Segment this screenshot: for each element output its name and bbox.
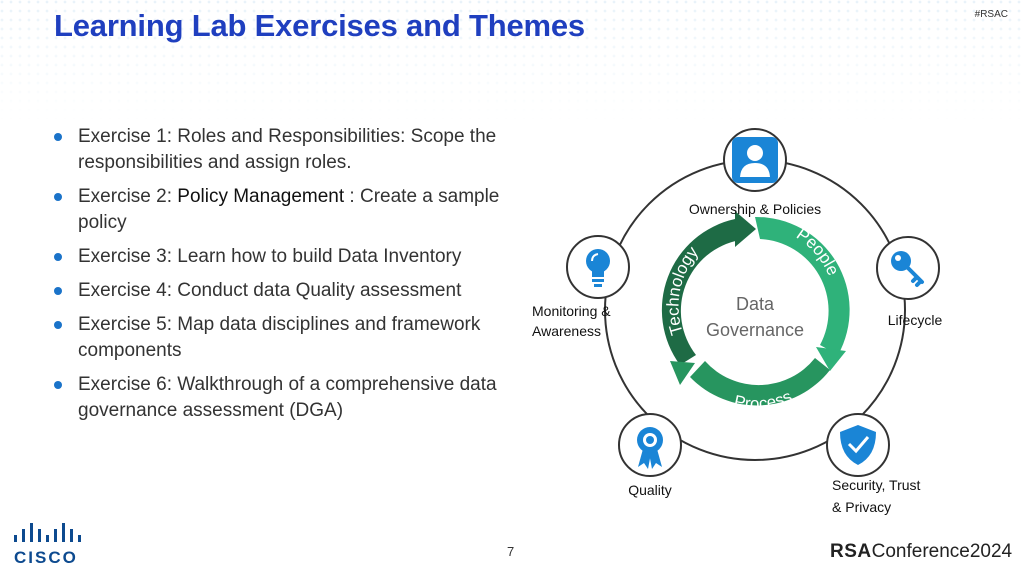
exercise-2-suffix: : Create a sample policy <box>78 186 500 233</box>
rsa-logo-rest: Conference2024 <box>871 541 1013 562</box>
bullet-icon <box>54 287 62 295</box>
exercise-2-prefix: Exercise 2: <box>78 186 178 207</box>
rsa-conference-logo: RSAConference2024 <box>830 541 1012 563</box>
exercise-1-text: Exercise 1: Roles and Responsibilities: … <box>78 126 497 173</box>
slide-title: Learning Lab Exercises and Themes <box>54 8 585 43</box>
data-governance-diagram: Technology People Process Data Governanc… <box>532 128 943 515</box>
rsa-logo-bold: RSA <box>830 541 872 562</box>
node-label-monitoring-line2: Awareness <box>532 323 601 339</box>
ring-label-technology: Technology <box>663 242 702 337</box>
bullet-icon <box>54 133 62 141</box>
shield-check-icon <box>840 425 876 465</box>
list-item: Exercise 1: Roles and Responsibilities: … <box>50 124 520 176</box>
exercise-5-text: Exercise 5: Map data disciplines and fra… <box>78 314 481 361</box>
center-label-data: Data <box>736 294 775 314</box>
bullet-icon <box>54 321 62 329</box>
exercise-2-highlight: Policy Management <box>177 186 345 207</box>
bullet-icon <box>54 193 62 201</box>
node-security: Security, Trust & Privacy <box>826 413 921 515</box>
node-ownership: Ownership & Policies <box>689 128 821 217</box>
person-icon <box>732 137 778 183</box>
award-ribbon-icon <box>637 427 663 469</box>
exercise-3-text: Exercise 3: Learn how to build Data Inve… <box>78 246 462 267</box>
bullet-icon <box>54 381 62 389</box>
exercise-list: Exercise 1: Roles and Responsibilities: … <box>50 124 520 432</box>
node-label-security-line2: & Privacy <box>832 499 891 515</box>
inner-cycle-ring <box>661 211 850 406</box>
cisco-logo-icon <box>14 523 81 542</box>
rsac-hashtag: #RSAC <box>974 9 1008 20</box>
key-icon <box>891 251 924 287</box>
node-monitoring: Monitoring & Awareness <box>532 235 630 339</box>
list-item: Exercise 3: Learn how to build Data Inve… <box>50 244 520 270</box>
node-label-security-line1: Security, Trust <box>832 477 921 493</box>
exercise-6-text: Exercise 6: Walkthrough of a comprehensi… <box>78 374 497 421</box>
node-lifecycle: Lifecycle <box>876 236 943 328</box>
list-item: Exercise 2: Policy Management : Create a… <box>50 184 520 236</box>
node-label-quality: Quality <box>628 482 672 498</box>
header-dot-pattern <box>0 0 1024 120</box>
exercise-4-text: Exercise 4: Conduct data Quality assessm… <box>78 280 462 301</box>
node-label-lifecycle: Lifecycle <box>888 312 943 328</box>
node-label-ownership: Ownership & Policies <box>689 201 821 217</box>
cisco-logo-text: CISCO <box>14 548 78 567</box>
lightbulb-icon <box>586 249 610 287</box>
page-number: 7 <box>507 544 515 559</box>
center-label-governance: Governance <box>706 320 804 340</box>
node-label-monitoring-line1: Monitoring & <box>532 303 611 319</box>
list-item: Exercise 5: Map data disciplines and fra… <box>50 312 520 364</box>
bullet-icon <box>54 253 62 261</box>
list-item: Exercise 6: Walkthrough of a comprehensi… <box>50 372 520 424</box>
list-item: Exercise 4: Conduct data Quality assessm… <box>50 278 520 304</box>
node-quality: Quality <box>618 413 682 498</box>
